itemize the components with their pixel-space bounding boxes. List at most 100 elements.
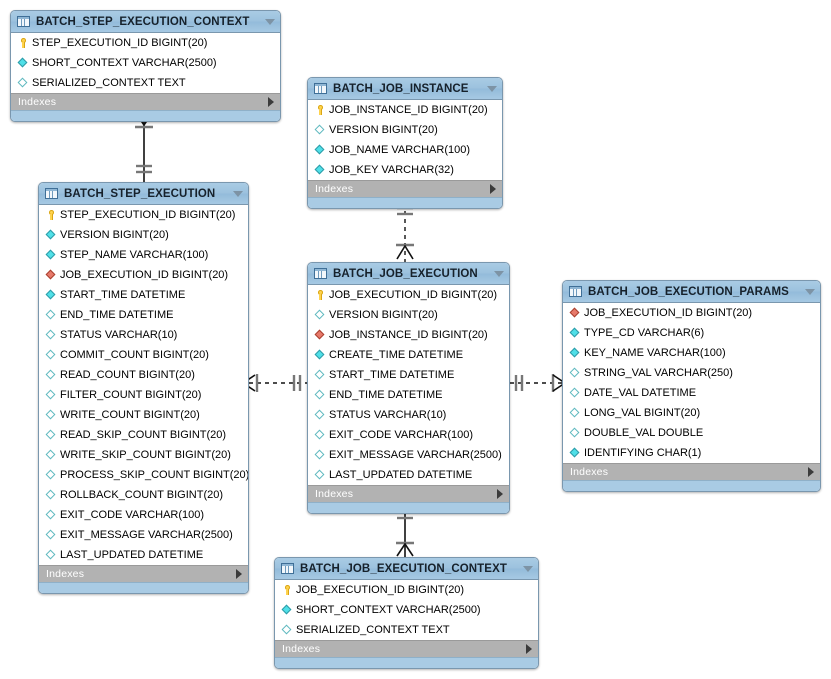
column-row[interactable]: JOB_INSTANCE_ID BIGINT(20) bbox=[308, 325, 509, 345]
column-row[interactable]: EXIT_CODE VARCHAR(100) bbox=[308, 425, 509, 445]
column-row[interactable]: JOB_KEY VARCHAR(32) bbox=[308, 160, 502, 180]
table-footer bbox=[11, 110, 280, 121]
column-row[interactable]: VERSION BIGINT(20) bbox=[308, 305, 509, 325]
column-label: STRING_VAL VARCHAR(250) bbox=[584, 367, 733, 379]
column-label: EXIT_MESSAGE VARCHAR(2500) bbox=[60, 529, 233, 541]
chevron-down-icon[interactable] bbox=[265, 18, 275, 25]
column-label: STEP_NAME VARCHAR(100) bbox=[60, 249, 209, 261]
expand-triangle-icon[interactable] bbox=[497, 489, 503, 499]
table-title: BATCH_JOB_EXECUTION bbox=[333, 267, 478, 280]
indexes-section-batch_step_execution_context[interactable]: Indexes bbox=[11, 93, 280, 110]
indexes-section-batch_job_execution[interactable]: Indexes bbox=[308, 485, 509, 502]
column-row[interactable]: JOB_EXECUTION_ID BIGINT(20) bbox=[308, 285, 509, 305]
column-row[interactable]: KEY_NAME VARCHAR(100) bbox=[563, 343, 820, 363]
chevron-down-icon[interactable] bbox=[805, 288, 815, 295]
column-label: JOB_EXECUTION_ID BIGINT(20) bbox=[296, 584, 465, 596]
column-row[interactable]: JOB_EXECUTION_ID BIGINT(20) bbox=[563, 303, 820, 323]
relationship-job-instance-to-job-execution[interactable] bbox=[396, 203, 414, 262]
expand-triangle-icon[interactable] bbox=[808, 467, 814, 477]
table-header-batch_job_execution_context[interactable]: BATCH_JOB_EXECUTION_CONTEXT bbox=[275, 558, 538, 580]
column-row[interactable]: DATE_VAL DATETIME bbox=[563, 383, 820, 403]
expand-triangle-icon[interactable] bbox=[526, 644, 532, 654]
column-label: LONG_VAL BIGINT(20) bbox=[584, 407, 701, 419]
column-row[interactable]: WRITE_COUNT BIGINT(20) bbox=[39, 405, 248, 425]
column-row[interactable]: FILTER_COUNT BIGINT(20) bbox=[39, 385, 248, 405]
expand-triangle-icon[interactable] bbox=[236, 569, 242, 579]
column-label: LAST_UPDATED DATETIME bbox=[60, 549, 204, 561]
chevron-down-icon[interactable] bbox=[523, 565, 533, 572]
relationship-job-execution-to-job-execution-params[interactable] bbox=[510, 374, 567, 392]
column-row[interactable]: EXIT_MESSAGE VARCHAR(2500) bbox=[308, 445, 509, 465]
table-header-batch_job_instance[interactable]: BATCH_JOB_INSTANCE bbox=[308, 78, 502, 100]
column-row[interactable]: LONG_VAL BIGINT(20) bbox=[563, 403, 820, 423]
expand-triangle-icon[interactable] bbox=[268, 97, 274, 107]
column-row[interactable]: SHORT_CONTEXT VARCHAR(2500) bbox=[275, 600, 538, 620]
column-row[interactable]: EXIT_CODE VARCHAR(100) bbox=[39, 505, 248, 525]
chevron-down-icon[interactable] bbox=[487, 85, 497, 92]
indexes-section-batch_job_execution_context[interactable]: Indexes bbox=[275, 640, 538, 657]
indexes-section-batch_job_instance[interactable]: Indexes bbox=[308, 180, 502, 197]
column-row[interactable]: STRING_VAL VARCHAR(250) bbox=[563, 363, 820, 383]
table-batch_job_execution[interactable]: BATCH_JOB_EXECUTION JOB_EXECUTION_ID BIGI… bbox=[307, 262, 510, 514]
column-row[interactable]: JOB_EXECUTION_ID BIGINT(20) bbox=[275, 580, 538, 600]
table-icon bbox=[314, 83, 327, 94]
column-label: EXIT_MESSAGE VARCHAR(2500) bbox=[329, 449, 502, 461]
indexes-section-batch_job_execution_params[interactable]: Indexes bbox=[563, 463, 820, 480]
column-label: JOB_INSTANCE_ID BIGINT(20) bbox=[329, 104, 488, 116]
hollow-diamond-icon bbox=[280, 623, 294, 637]
column-label: STEP_EXECUTION_ID BIGINT(20) bbox=[32, 37, 208, 49]
table-header-batch_job_execution_params[interactable]: BATCH_JOB_EXECUTION_PARAMS bbox=[563, 281, 820, 303]
column-row[interactable]: START_TIME DATETIME bbox=[308, 365, 509, 385]
column-row[interactable]: JOB_INSTANCE_ID BIGINT(20) bbox=[308, 100, 502, 120]
column-row[interactable]: STATUS VARCHAR(10) bbox=[308, 405, 509, 425]
column-row[interactable]: PROCESS_SKIP_COUNT BIGINT(20) bbox=[39, 465, 248, 485]
table-header-batch_job_execution[interactable]: BATCH_JOB_EXECUTION bbox=[308, 263, 509, 285]
column-row[interactable]: CREATE_TIME DATETIME bbox=[308, 345, 509, 365]
column-row[interactable]: VERSION BIGINT(20) bbox=[308, 120, 502, 140]
column-row[interactable]: STATUS VARCHAR(10) bbox=[39, 325, 248, 345]
table-footer bbox=[39, 582, 248, 593]
column-row[interactable]: STEP_EXECUTION_ID BIGINT(20) bbox=[39, 205, 248, 225]
column-row[interactable]: JOB_EXECUTION_ID BIGINT(20) bbox=[39, 265, 248, 285]
chevron-down-icon[interactable] bbox=[233, 190, 243, 197]
column-row[interactable]: COMMIT_COUNT BIGINT(20) bbox=[39, 345, 248, 365]
table-header-batch_step_execution_context[interactable]: BATCH_STEP_EXECUTION_CONTEXT bbox=[11, 11, 280, 33]
column-row[interactable]: READ_COUNT BIGINT(20) bbox=[39, 365, 248, 385]
column-row[interactable]: VERSION BIGINT(20) bbox=[39, 225, 248, 245]
column-row[interactable]: IDENTIFYING CHAR(1) bbox=[563, 443, 820, 463]
column-row[interactable]: JOB_NAME VARCHAR(100) bbox=[308, 140, 502, 160]
column-row[interactable]: WRITE_SKIP_COUNT BIGINT(20) bbox=[39, 445, 248, 465]
column-label: SHORT_CONTEXT VARCHAR(2500) bbox=[32, 57, 217, 69]
column-row[interactable]: STEP_NAME VARCHAR(100) bbox=[39, 245, 248, 265]
column-row[interactable]: STEP_EXECUTION_ID BIGINT(20) bbox=[11, 33, 280, 53]
filled-diamond-icon bbox=[568, 326, 582, 340]
column-row[interactable]: LAST_UPDATED DATETIME bbox=[308, 465, 509, 485]
column-row[interactable]: TYPE_CD VARCHAR(6) bbox=[563, 323, 820, 343]
column-row[interactable]: END_TIME DATETIME bbox=[39, 305, 248, 325]
column-label: STATUS VARCHAR(10) bbox=[60, 329, 178, 341]
relationship-job-execution-to-step-execution[interactable] bbox=[241, 374, 307, 392]
column-row[interactable]: DOUBLE_VAL DOUBLE bbox=[563, 423, 820, 443]
table-title: BATCH_STEP_EXECUTION bbox=[64, 187, 216, 200]
relationship-step-execution-to-step-execution-context[interactable] bbox=[135, 112, 153, 182]
column-row[interactable]: LAST_UPDATED DATETIME bbox=[39, 545, 248, 565]
column-row[interactable]: START_TIME DATETIME bbox=[39, 285, 248, 305]
indexes-label: Indexes bbox=[282, 643, 321, 655]
column-row[interactable]: READ_SKIP_COUNT BIGINT(20) bbox=[39, 425, 248, 445]
column-row[interactable]: ROLLBACK_COUNT BIGINT(20) bbox=[39, 485, 248, 505]
column-row[interactable]: SHORT_CONTEXT VARCHAR(2500) bbox=[11, 53, 280, 73]
column-row[interactable]: SERIALIZED_CONTEXT TEXT bbox=[275, 620, 538, 640]
table-batch_job_instance[interactable]: BATCH_JOB_INSTANCE JOB_INSTANCE_ID BIGINT… bbox=[307, 77, 503, 209]
column-row[interactable]: EXIT_MESSAGE VARCHAR(2500) bbox=[39, 525, 248, 545]
table-batch_job_execution_context[interactable]: BATCH_JOB_EXECUTION_CONTEXT JOB_EXECUTION… bbox=[274, 557, 539, 669]
chevron-down-icon[interactable] bbox=[494, 270, 504, 277]
expand-triangle-icon[interactable] bbox=[490, 184, 496, 194]
indexes-section-batch_step_execution[interactable]: Indexes bbox=[39, 565, 248, 582]
column-label: READ_SKIP_COUNT BIGINT(20) bbox=[60, 429, 227, 441]
column-row[interactable]: SERIALIZED_CONTEXT TEXT bbox=[11, 73, 280, 93]
table-header-batch_step_execution[interactable]: BATCH_STEP_EXECUTION bbox=[39, 183, 248, 205]
table-batch_step_execution_context[interactable]: BATCH_STEP_EXECUTION_CONTEXT STEP_EXECUTI… bbox=[10, 10, 281, 122]
column-row[interactable]: END_TIME DATETIME bbox=[308, 385, 509, 405]
table-batch_step_execution[interactable]: BATCH_STEP_EXECUTION STEP_EXECUTION_ID BI… bbox=[38, 182, 249, 594]
